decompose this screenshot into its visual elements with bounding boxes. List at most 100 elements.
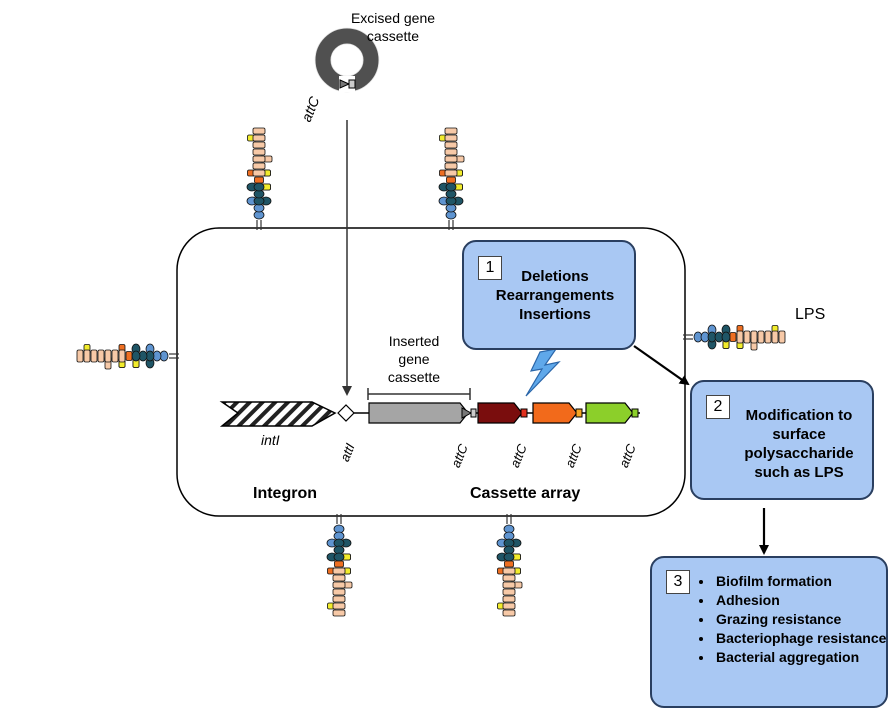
inserted-label-line2: gene [398,351,430,367]
box-3-item-adhesion: Adhesion [714,591,892,610]
lps-sugar-unit [254,176,264,184]
box-3-item-biofilm: Biofilm formation [714,572,892,591]
box-2-number: 2 [706,395,730,419]
box-3-item-grazing: Grazing resistance [714,610,892,629]
box-2-modification: 2 Modification to surface polysaccharide… [690,380,874,500]
lps-sugar-unit [502,595,516,603]
lps-sugar-unit [764,330,772,344]
box-3-number: 3 [666,570,690,594]
box-1-line-insertions: Insertions [519,306,591,323]
lps-sugar-unit [252,162,266,170]
box-3-item-bacteriophage: Bacteriophage resistance [714,629,892,648]
cassette-gene-orange [532,402,578,424]
inserted-cassette-label: Inserted gene cassette [374,332,454,386]
lps-sugar-unit [83,349,91,363]
inserted-label-line3: cassette [387,369,441,385]
cassette-gene-green [585,402,634,424]
lps-sugar-unit [252,169,266,177]
box-2-text: Modification to surface polysaccharide s… [732,406,866,482]
lps-sugar-unit [332,574,346,582]
gene-line [219,401,640,427]
box-1-line-deletions: Deletions [521,268,589,285]
lps-sugar-unit [444,134,458,142]
excised-cassette-label: Excised gene cassette [345,9,441,45]
inserted-cassette-gene [368,402,469,424]
lps-sugar-unit [125,351,133,361]
lps-chain-bottom-left [326,514,353,617]
lps-sugar-unit [131,350,141,362]
lps-sugar-unit [444,127,458,135]
box-3-list: Biofilm formation Adhesion Grazing resis… [700,572,892,667]
lps-sugar-unit [750,330,758,344]
lps-label: LPS [795,306,826,323]
lps-sugar-unit [90,349,98,363]
inserted-cassette-bracket [367,388,471,400]
lps-sugar-unit [332,602,346,610]
intI-gene [219,401,337,427]
box-2-line-1: Modification to [745,407,853,424]
excised-label-line1: Excised gene [350,10,436,26]
lps-sugar-unit [502,609,516,617]
cassette-array-label: Cassette array [470,485,581,502]
lps-sugar-unit [444,148,458,156]
box-1-genetic-changes: 1 Deletions Rearrangements Insertions [462,240,636,350]
box-2-line-2: surface [772,426,826,443]
lps-sugar-unit [502,602,516,610]
lps-sugar-unit [502,581,516,589]
lps-sugar-unit [445,182,457,192]
lightning-bolt-icon [525,348,561,397]
lps-chain-left [76,343,179,370]
lps-sugar-unit [97,349,105,363]
intI-label: intI [261,432,280,448]
box-1-text: Deletions Rearrangements Insertions [482,267,628,324]
lps-sugar-unit [332,609,346,617]
attI-site [337,404,355,422]
lps-sugar-unit [118,349,126,363]
excised-label-line2: cassette [366,28,420,44]
arrow-box1-to-box2 [633,345,690,386]
lps-sugar-unit [444,141,458,149]
lps-sugar-unit [504,560,514,568]
lps-sugar-unit [333,552,345,562]
lps-sugar-unit [332,581,346,589]
box-1-line-rearrangements: Rearrangements [495,287,615,304]
lps-sugar-unit [502,567,516,575]
lps-sugar-unit [721,331,731,343]
lps-sugar-unit [332,588,346,596]
lps-sugar-unit [757,330,765,344]
lps-sugar-unit [444,155,458,163]
lps-sugar-unit [502,574,516,582]
inserted-label-line1: Inserted [388,333,440,349]
lps-sugar-unit [252,155,266,163]
lps-sugar-unit [252,148,266,156]
box-2-line-3: polysaccharide [744,445,854,462]
lps-sugar-unit [252,141,266,149]
lps-chain-top-right [438,127,465,230]
integron-label: Integron [253,485,317,502]
lps-chain-top-left [246,127,273,230]
lps-sugar-unit [76,349,84,363]
lps-sugar-unit [253,182,265,192]
lps-sugar-unit [444,169,458,177]
lps-sugar-unit [444,162,458,170]
attC-marker [461,407,473,419]
lps-sugar-unit [743,330,751,344]
lps-sugar-unit [334,560,344,568]
lps-sugar-unit [771,330,779,344]
lps-sugar-unit [778,330,786,344]
box-3-item-aggregation: Bacterial aggregation [714,648,892,667]
lps-chain-right [683,324,786,351]
lps-sugar-unit [332,595,346,603]
lps-chain-bottom-right [496,514,523,617]
lps-sugar-unit [111,349,119,363]
box-1-number: 1 [478,256,502,280]
lps-sugar-unit [332,567,346,575]
cassette-gene-dark-red [477,402,523,424]
lps-sugar-unit [446,176,456,184]
lps-sugar-unit [729,332,737,342]
lps-sugar-unit [252,127,266,135]
lps-sugar-unit [503,552,515,562]
lps-sugar-unit [736,330,744,344]
lps-sugar-unit [252,134,266,142]
box-2-line-4: such as LPS [754,464,844,481]
